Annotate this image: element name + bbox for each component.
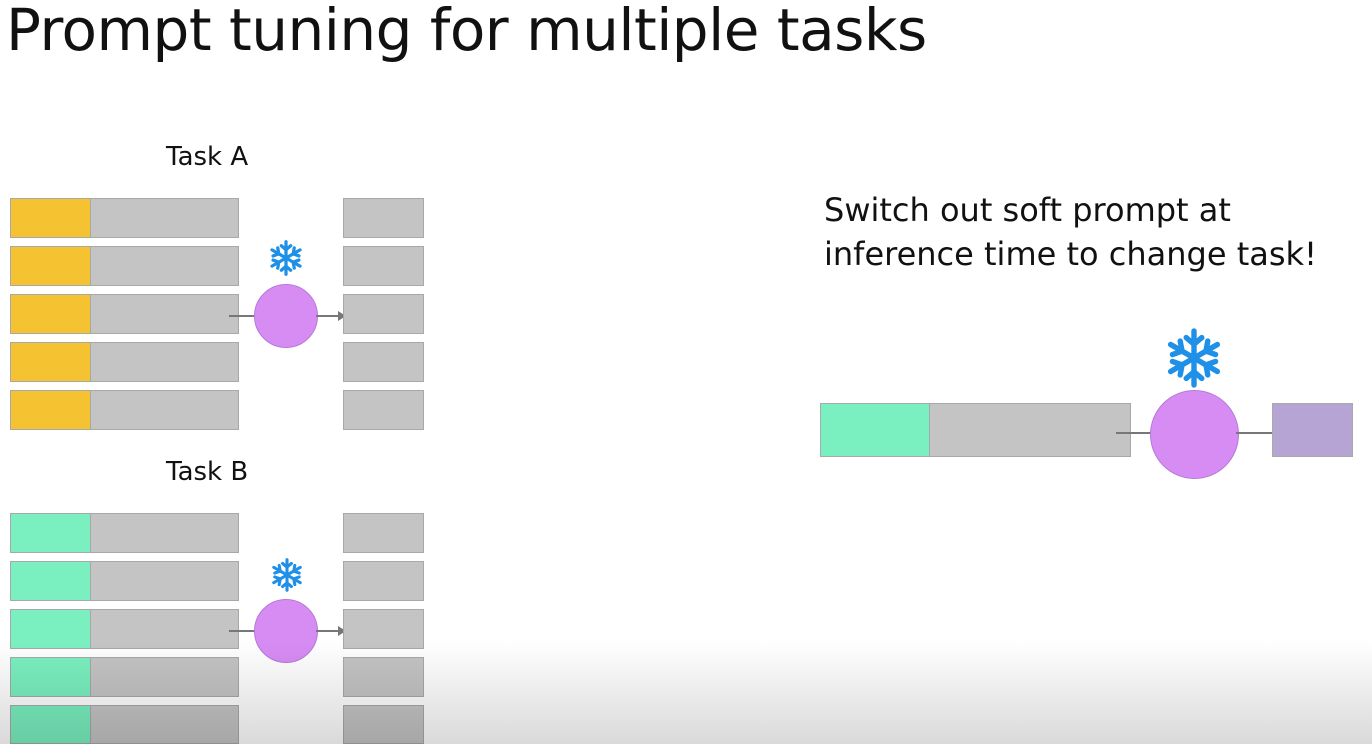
task-b-label: Task B bbox=[166, 457, 249, 487]
task-b-output-5 bbox=[343, 705, 424, 744]
task-a-input-1 bbox=[90, 198, 239, 238]
arrow-icon bbox=[316, 626, 346, 636]
task-a-output-2 bbox=[343, 246, 424, 286]
task-a-output-3 bbox=[343, 294, 424, 334]
task-a-input-4 bbox=[90, 342, 239, 382]
task-b-input-3 bbox=[90, 609, 239, 649]
task-a-input-2 bbox=[90, 246, 239, 286]
task-b-output-4 bbox=[343, 657, 424, 697]
task-a-soft-prompt-2 bbox=[10, 246, 92, 286]
task-a-soft-prompt-5 bbox=[10, 390, 92, 430]
inference-caption: Switch out soft prompt at inference time… bbox=[824, 188, 1317, 276]
arrow-icon bbox=[316, 311, 346, 321]
task-b-soft-prompt-4 bbox=[10, 657, 92, 697]
task-b-soft-prompt-3 bbox=[10, 609, 92, 649]
task-a-soft-prompt-4 bbox=[10, 342, 92, 382]
task-b-input-1 bbox=[90, 513, 239, 553]
task-a-label: Task A bbox=[166, 142, 249, 172]
task-b-soft-prompt-2 bbox=[10, 561, 92, 601]
snowflake-icon bbox=[270, 240, 302, 276]
inference-output bbox=[1272, 403, 1353, 457]
inference-frozen-model bbox=[1150, 390, 1239, 479]
inference-input bbox=[929, 403, 1131, 457]
task-a-frozen-model bbox=[254, 284, 318, 348]
task-b-output-2 bbox=[343, 561, 424, 601]
task-a-output-1 bbox=[343, 198, 424, 238]
task-b-input-2 bbox=[90, 561, 239, 601]
task-a-output-5 bbox=[343, 390, 424, 430]
caption-line-2: inference time to change task! bbox=[824, 235, 1317, 273]
task-b-input-5 bbox=[90, 705, 239, 744]
task-b-frozen-model bbox=[254, 599, 318, 663]
snowflake-icon bbox=[272, 558, 302, 592]
caption-line-1: Switch out soft prompt at bbox=[824, 191, 1231, 229]
task-a-soft-prompt-3 bbox=[10, 294, 92, 334]
task-a-input-5 bbox=[90, 390, 239, 430]
inference-soft-prompt bbox=[820, 403, 931, 457]
task-a-input-3 bbox=[90, 294, 239, 334]
task-b-soft-prompt-1 bbox=[10, 513, 92, 553]
task-b-input-4 bbox=[90, 657, 239, 697]
task-b-output-3 bbox=[343, 609, 424, 649]
task-b-soft-prompt-5 bbox=[10, 705, 92, 744]
task-b-output-1 bbox=[343, 513, 424, 553]
slide-title: Prompt tuning for multiple tasks bbox=[6, 0, 927, 64]
task-a-output-4 bbox=[343, 342, 424, 382]
task-a-soft-prompt-1 bbox=[10, 198, 92, 238]
snowflake-icon bbox=[1167, 328, 1221, 388]
